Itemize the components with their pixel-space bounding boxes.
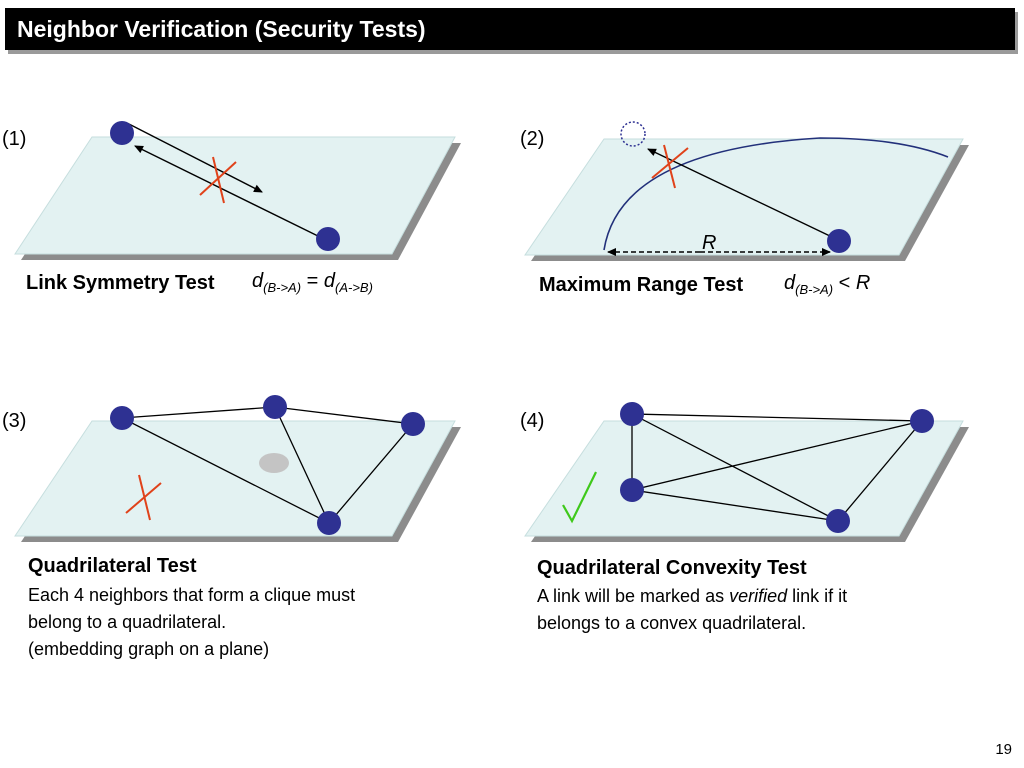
- link-arrow: [134, 145, 323, 239]
- quad-links: [631, 413, 923, 522]
- node: [826, 509, 850, 533]
- range-arc: [603, 137, 949, 251]
- panel-4-heading: Quadrilateral Convexity Test: [537, 557, 807, 579]
- panel-1-formula: d(B->A) = d(A->B): [252, 270, 373, 295]
- plane: [524, 138, 964, 256]
- node: [827, 229, 851, 253]
- link-arrow: [126, 122, 263, 193]
- cross-mark: [125, 474, 162, 521]
- node: [316, 227, 340, 251]
- node: [110, 406, 134, 430]
- ghost-node: [259, 453, 289, 473]
- node: [317, 511, 341, 535]
- node: [110, 121, 134, 145]
- node: [263, 395, 287, 419]
- panel-1-heading: Link Symmetry Test: [26, 272, 215, 294]
- plane: [524, 420, 964, 537]
- panel-3-line-1: Each 4 neighbors that form a clique must: [28, 585, 356, 605]
- panel-3-heading: Quadrilateral Test: [28, 555, 197, 577]
- panel-1-diagram: [14, 121, 461, 260]
- link-arrow: [647, 148, 833, 238]
- panel-3-number: (3): [2, 410, 27, 432]
- page-number: 19: [995, 741, 1012, 758]
- panel-3-line-3: (embedding graph on a plane): [28, 639, 270, 659]
- node: [620, 402, 644, 426]
- node: [401, 412, 425, 436]
- quad-link: [274, 406, 330, 524]
- ghost-node: [620, 121, 646, 147]
- panel-4-line-2: belongs to a convex quadrilateral.: [537, 613, 807, 633]
- panel-4-number: (4): [520, 410, 545, 432]
- panel-2-diagram: [524, 121, 969, 261]
- check-mark: [562, 471, 597, 524]
- panel-2-formula: d(B->A) < R: [784, 272, 871, 297]
- range-label: R: [702, 232, 716, 254]
- node: [620, 478, 644, 502]
- panel-1-number: (1): [2, 128, 27, 150]
- panel-3-line-2: belong to a quadrilateral.: [28, 612, 227, 632]
- panel-2-heading: Maximum Range Test: [539, 274, 744, 296]
- cross-mark: [651, 144, 689, 189]
- panel-2-number: (2): [520, 128, 545, 150]
- title-bar: Neighbor Verification (Security Tests): [5, 8, 1015, 50]
- panel-4-diagram: [524, 402, 969, 542]
- node: [910, 409, 934, 433]
- panel-4-line-1: A link will be marked as verified link i…: [537, 586, 848, 606]
- cross-mark: [199, 156, 237, 204]
- plane: [14, 420, 456, 537]
- slide-title: Neighbor Verification (Security Tests): [17, 16, 426, 42]
- panel-3-diagram: [14, 395, 461, 542]
